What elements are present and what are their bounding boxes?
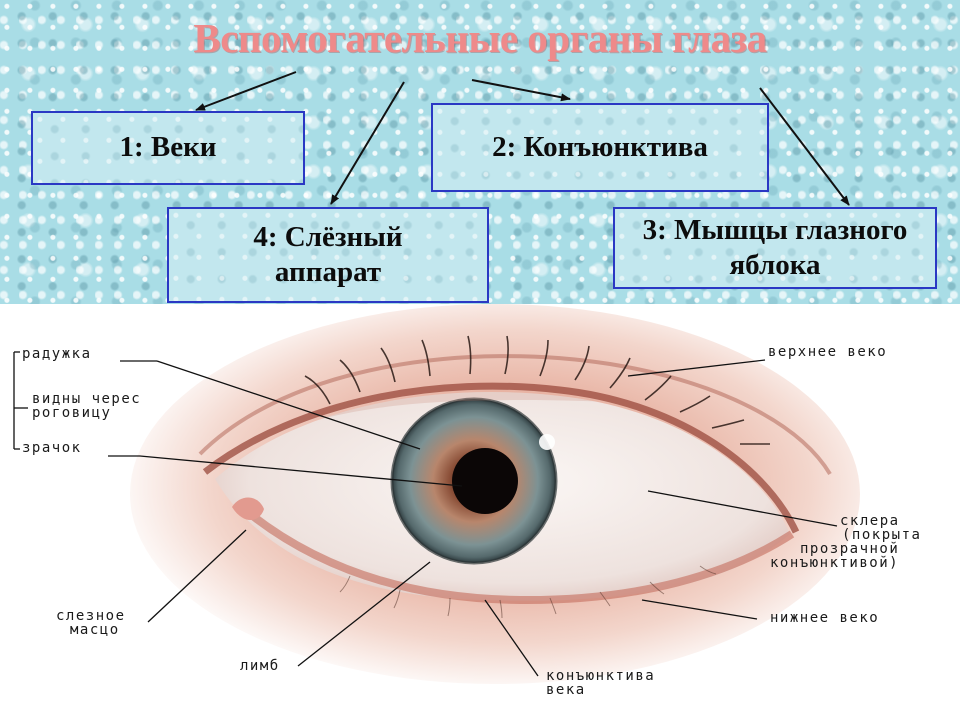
box-eyelids: 1: Веки: [31, 111, 305, 185]
slide-title: Вспомогательные органы глаза: [193, 15, 767, 61]
eye-illustration: [13, 304, 860, 684]
lower-lid-edge: [235, 500, 795, 605]
label-sclera-line3: прозрачной: [800, 541, 900, 557]
label-lower-eyelid: нижнее веко: [770, 610, 880, 626]
label-upper-eyelid: верхнее веко: [768, 344, 888, 360]
label-sclera-line4: конъюнктивой): [770, 555, 900, 571]
arrow-to-box-4: [330, 81, 405, 205]
box-eye-muscles-line2: яблока: [729, 249, 821, 281]
label-lid-conjunctiva-line1: конъюнктива: [546, 668, 656, 684]
box-eye-muscles: 3: Мышцы глазного яблока: [613, 207, 937, 289]
box-eye-muscles-line1: 3: Мышцы глазного: [642, 213, 908, 246]
label-visible-through-line1: видны черес: [32, 391, 142, 407]
arrow-to-box-1: [195, 71, 297, 111]
upper-lid-fold: [198, 354, 832, 476]
label-lacrimal-caruncle-line1: слезное: [56, 608, 126, 624]
upper-lashes: [304, 335, 770, 445]
label-pupil: зрачок: [22, 440, 82, 456]
box-conjunctiva: 2: Конъюнктива: [431, 103, 769, 192]
lower-lashes: [339, 565, 717, 619]
corneal-highlight: [539, 434, 555, 450]
box-lacrimal-line2: аппарат: [274, 256, 382, 288]
label-limbus: лимб: [240, 658, 280, 674]
label-lid-conjunctiva-line2: века: [546, 682, 586, 698]
box-lacrimal-line1: 4: Слёзный: [253, 220, 403, 253]
label-lacrimal-caruncle-line2: масцо: [70, 622, 120, 638]
leader-lines: [13, 351, 838, 677]
label-iris: радужка: [22, 346, 92, 362]
box-lacrimal-apparatus: 4: Слёзный аппарат: [167, 207, 489, 303]
title-arrows: [195, 71, 850, 206]
arrow-to-box-3: [759, 87, 850, 206]
label-sclera-line2: (покрыта: [842, 527, 922, 543]
box-eyelids-text: 1: Веки: [119, 131, 217, 164]
label-sclera-line1: склера: [840, 513, 900, 529]
label-visible-through-line2: роговицу: [32, 405, 112, 421]
arrow-to-box-2: [471, 79, 571, 102]
lacrimal-caruncle: [232, 497, 264, 521]
upper-lid-edge: [202, 382, 800, 534]
water-drop-banner: Вспомогательные органы глаза 1: Веки 2: …: [0, 0, 960, 304]
box-conjunctiva-text: 2: Конъюнктива: [492, 130, 708, 163]
limbus-ring: [390, 397, 558, 565]
pupil: [452, 448, 518, 514]
